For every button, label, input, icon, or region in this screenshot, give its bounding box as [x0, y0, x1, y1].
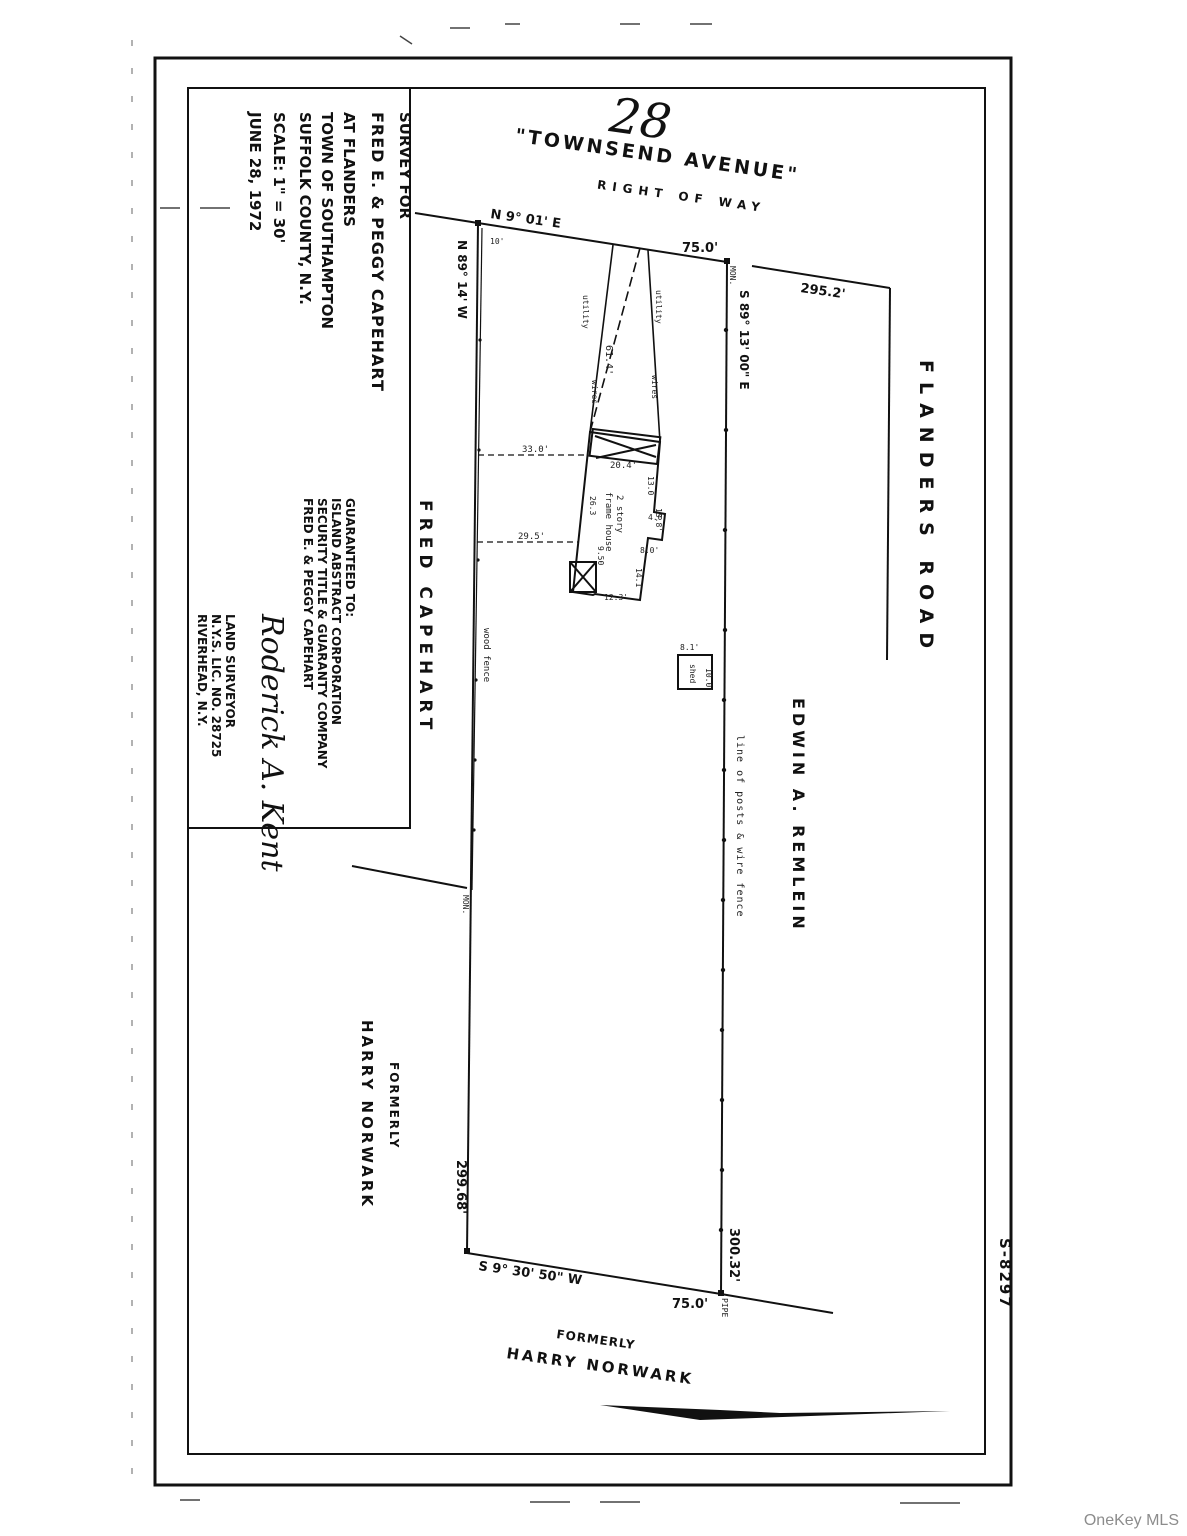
lot-south-line	[466, 1252, 722, 1295]
guarantee-line-1: GUARANTEED TO:	[343, 498, 357, 617]
townsend-street-line-right	[751, 265, 891, 289]
title-block: SURVEY FOR FRED E. & PEGGY CAPEHART AT F…	[246, 111, 414, 392]
south-formerly-label: FORMERLY	[387, 1062, 401, 1149]
fence-posts	[464, 220, 730, 1296]
shed-dim-1: 8.1'	[680, 643, 699, 652]
utility-label-1: utility	[581, 295, 590, 329]
flanders-road-line	[886, 287, 891, 661]
driveway-left-edge	[589, 244, 614, 433]
west-owner-label: FRED CAPEHART	[415, 500, 435, 735]
wood-fence-label: wood fence	[481, 628, 491, 682]
distance-west: 299.68'	[453, 1160, 468, 1214]
house-dim-3: 9.50	[596, 546, 605, 565]
driveway-length: 61.4'	[603, 345, 614, 375]
bottom-formerly-label: FORMERLY	[556, 1327, 637, 1352]
bottom-owner-label: HARRY NORWARK	[505, 1344, 695, 1388]
shed	[677, 654, 713, 690]
surveyor-line-1: LAND SURVEYOR	[223, 614, 237, 728]
setback-10: 10'	[490, 237, 504, 246]
guarantee-line-3: SECURITY TITLE & GUARANTY COMPANY	[315, 498, 329, 769]
house-dim-1: 13.0	[646, 476, 655, 495]
pipe-label: PIPE	[720, 1298, 729, 1317]
bearing-east: S 89° 13' 00" E	[737, 290, 751, 390]
driveway-right-edge	[647, 249, 661, 443]
surveyor-signature: Roderick A. Kent	[254, 613, 289, 872]
title-line-5: SUFFOLK COUNTY, N.Y.	[296, 112, 314, 305]
title-line-2: FRED E. & PEGGY CAPEHART	[368, 112, 387, 392]
house-front: 20.4'	[610, 461, 637, 471]
south-extension-line	[720, 1293, 834, 1314]
guarantee-line-2: ISLAND ABSTRACT CORPORATION	[329, 498, 343, 725]
title-line-3: AT FLANDERS	[340, 112, 358, 227]
title-block-box	[187, 87, 411, 829]
lot-east-line	[720, 261, 728, 1295]
west-neighbor-line	[351, 865, 468, 889]
house-label-1: 2 story	[614, 495, 624, 534]
house-label-2: frame house	[603, 492, 613, 552]
title-line-4: TOWN OF SOUTHAMPTON	[318, 112, 336, 329]
monument-label-east: MON.	[728, 266, 737, 285]
utility-label-2: utility	[654, 290, 663, 324]
south-owner-label: HARRY NORWARK	[358, 1020, 376, 1209]
setback-33: 33.0'	[522, 445, 549, 455]
flanders-road-label: FLANDERS ROAD	[915, 360, 937, 657]
guarantee-block: GUARANTEED TO: ISLAND ABSTRACT CORPORATI…	[301, 498, 357, 769]
distance-east: 300.32'	[726, 1228, 741, 1282]
wires-label-2: wires	[650, 375, 659, 399]
sheet-number: 28	[605, 87, 674, 151]
east-owner-label: EDWIN A. REMLEIN	[789, 698, 808, 933]
bearing-north: N 9° 01' E	[489, 207, 561, 232]
monument-label-west: MON.	[461, 895, 470, 914]
title-line-1: SURVEY FOR	[396, 112, 414, 219]
house-dim-2: 26.3	[588, 496, 597, 515]
shed-dim-2: 10.0'	[704, 668, 713, 692]
wires-label-1: wires	[590, 380, 599, 404]
outer-border	[153, 56, 1013, 1487]
scan-blot	[600, 1405, 950, 1420]
right-of-way-label: RIGHT OF WAY	[596, 178, 766, 216]
title-line-7: JUNE 28, 1972	[246, 111, 264, 231]
lot-west-line	[466, 222, 479, 1254]
setback-29: 29.5'	[518, 532, 545, 542]
shed-label: shed	[688, 664, 697, 683]
guarantee-line-4: FRED E. & PEGGY CAPEHART	[301, 498, 315, 691]
house-dim-8: 13.8'	[654, 508, 663, 532]
house-dim-5: 12.3'	[604, 593, 628, 602]
surveyor-block: Roderick A. Kent LAND SURVEYOR N.Y.S. LI…	[195, 613, 289, 872]
fence-line-label: line of posts & wire fence	[734, 735, 745, 918]
house-dim-4: 14.1	[634, 568, 643, 587]
scan-artifacts	[131, 23, 960, 1504]
house-dim-7: 4.0	[648, 513, 663, 522]
flanders-distance: 295.2'	[799, 281, 846, 302]
house-dim-6: 8.0'	[640, 546, 659, 555]
distance-north: 75.0'	[682, 241, 718, 256]
surveyor-line-2: N.Y.S. LIC. NO. 28725	[209, 614, 223, 757]
bearing-west: N 89° 14' W	[455, 240, 469, 319]
title-line-6: SCALE: 1" = 30'	[270, 112, 288, 243]
lot-north-line	[477, 222, 728, 263]
onekey-watermark: OneKey MLS	[1083, 1512, 1179, 1529]
surveyor-line-3: RIVERHEAD, N.Y.	[195, 614, 209, 727]
townsend-street-line-left	[414, 212, 479, 224]
distance-south: 75.0'	[672, 1297, 708, 1312]
drawing-number: S-8297	[996, 1238, 1014, 1309]
house-outline	[569, 427, 667, 602]
utility-line	[589, 247, 641, 433]
